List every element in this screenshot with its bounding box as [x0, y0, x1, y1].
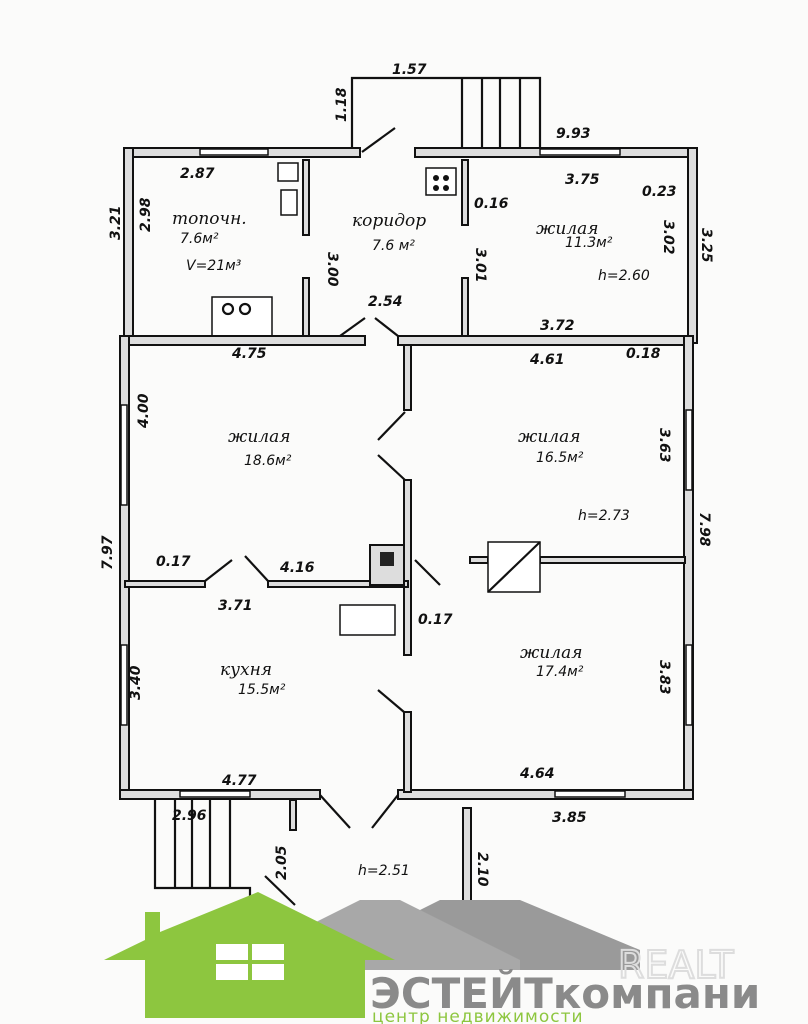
- dimension-label: 3.21: [108, 205, 124, 240]
- room-name: жилая: [520, 643, 583, 663]
- green-house-icon: [104, 892, 395, 1018]
- dimension-label: 2.96: [172, 808, 207, 824]
- dimension-label: 4.77: [221, 773, 257, 789]
- window: [120, 644, 128, 726]
- dimension-label: 3.00: [324, 252, 340, 287]
- room-height: h=2.60: [598, 268, 650, 284]
- room-living-se: жилая 17.4м²: [520, 643, 584, 680]
- room-area: 16.5м²: [536, 450, 584, 466]
- window: [120, 404, 128, 506]
- room-living-w: жилая 18.6м²: [228, 427, 292, 469]
- chimney: [380, 541, 541, 593]
- dimension-label: 0.17: [156, 554, 191, 570]
- room-name: жилая: [536, 219, 599, 239]
- dimension-labels: 1.57 1.18 9.93 2.87 2.98 3.21 3.00 3.75 …: [100, 62, 714, 887]
- room-name: жилая: [228, 427, 291, 447]
- dimension-label: 3.83: [656, 660, 672, 695]
- window: [199, 148, 269, 156]
- dimension-label: 4.61: [529, 352, 565, 368]
- dimension-label: 3.01: [472, 248, 488, 283]
- window: [554, 790, 626, 798]
- dimension-label: 2.87: [180, 166, 215, 182]
- dimension-label: 1.18: [334, 87, 350, 122]
- room-area: 11.3м²: [565, 235, 613, 251]
- room-name: жилая: [518, 427, 581, 447]
- room-name: кухня: [220, 660, 272, 680]
- boiler: [277, 162, 299, 216]
- room-area: 17.4м²: [536, 664, 584, 680]
- room-area: 7.6 м²: [372, 238, 415, 254]
- dimension-label: 3.63: [656, 428, 672, 463]
- window-icon: [216, 944, 284, 980]
- dimension-label: 4.16: [279, 560, 315, 576]
- dimension-label: 0.23: [642, 184, 677, 200]
- company-logo: REALT ЭСТЕЙТкомпани центр недвижимости: [104, 892, 760, 1024]
- room-kitchen: кухня 15.5м²: [220, 660, 286, 698]
- top-porch: [350, 76, 542, 153]
- dimension-label: 9.93: [556, 126, 591, 142]
- dimension-label: 3.25: [698, 228, 714, 263]
- door: [361, 127, 396, 153]
- window: [179, 790, 251, 798]
- room-area: 18.6м²: [244, 453, 292, 469]
- dimension-label: 2.05: [274, 845, 290, 880]
- window: [685, 409, 693, 491]
- porch-height: h=2.51: [358, 863, 410, 879]
- dimension-label: 2.10: [474, 852, 490, 887]
- dimension-label: 0.16: [474, 196, 509, 212]
- room-name: топочн.: [172, 209, 247, 229]
- dimension-label: 7.97: [100, 535, 116, 570]
- dimension-label: 7.98: [696, 512, 712, 547]
- dimension-label: 3.40: [128, 665, 144, 700]
- room-area: 15.5м²: [238, 682, 286, 698]
- dimension-label: 4.64: [519, 766, 555, 782]
- window: [685, 644, 693, 726]
- main-block-walls: [119, 335, 694, 800]
- room-volume: V=21м³: [186, 258, 242, 274]
- dimension-label: 3.02: [660, 220, 676, 255]
- brand-tagline: центр недвижимости: [372, 1007, 584, 1024]
- room-corridor: коридор 7.6 м²: [352, 211, 426, 254]
- brand-name: ЭСТЕЙТкомпани: [370, 968, 760, 1018]
- room-area: 7.6м²: [180, 231, 219, 247]
- window: [539, 148, 621, 156]
- dimension-label: 1.57: [392, 62, 427, 78]
- room-living-ne: жилая 11.3м² h=2.60: [536, 219, 650, 284]
- dimension-label: 4.75: [231, 346, 267, 362]
- dimension-label: 2.98: [138, 197, 154, 232]
- room-living-e: жилая 16.5м² h=2.73: [518, 427, 630, 524]
- room-name: коридор: [352, 211, 426, 231]
- dimension-label: 3.85: [552, 810, 587, 826]
- doors: [204, 317, 441, 906]
- dimension-label: 3.71: [218, 598, 253, 614]
- room-height: h=2.73: [578, 508, 630, 524]
- furnace-stove: [211, 296, 273, 338]
- realt-watermark: REALT: [618, 943, 734, 987]
- dimension-label: 4.00: [136, 393, 152, 429]
- dimension-label: 3.75: [565, 172, 600, 188]
- top-stairs: [460, 78, 522, 150]
- room-furnace: топочн. 7.6м² V=21м³: [172, 209, 247, 274]
- dimension-label: 0.17: [418, 612, 453, 628]
- dimension-label: 0.18: [626, 346, 661, 362]
- stove-top: [425, 167, 457, 196]
- dimension-label: 3.72: [540, 318, 575, 334]
- dimension-label: 2.54: [368, 294, 403, 310]
